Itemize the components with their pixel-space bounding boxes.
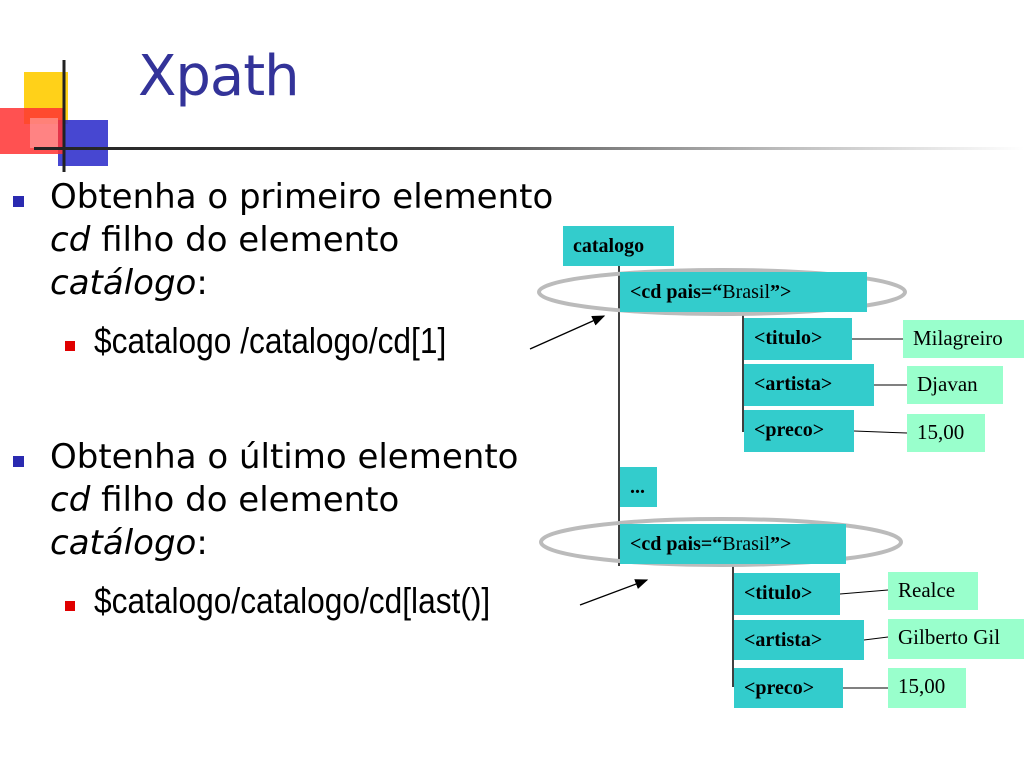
node-cd-1: <cd pais=“Brasil”> <box>620 272 867 312</box>
node-ellipsis: ... <box>620 467 657 507</box>
bullet-2: Obtenha o último elemento cd filho do el… <box>50 436 518 565</box>
bullet-1-line3: catálogo: <box>50 262 553 305</box>
bullet-2-line2-text: filho do elemento <box>90 480 400 520</box>
sub-bullet-marker-1 <box>65 341 75 351</box>
bullet-1-colon: : <box>196 263 208 303</box>
value-cd1-artista: Djavan <box>907 366 1003 404</box>
bullet-2-line2: cd filho do elemento <box>50 479 518 522</box>
node-cd2-artista: <artista> <box>734 620 864 660</box>
bullet-2-colon: : <box>196 523 208 563</box>
cd-2-attr: Brasil <box>722 533 771 555</box>
bullet-1-line1: Obtenha o primeiro elemento <box>50 177 554 217</box>
cd-1-close: ”> <box>770 281 792 303</box>
cd-2-open: <cd pais=“ <box>630 533 723 555</box>
slide-logo <box>0 60 108 172</box>
bullet-2-line1: Obtenha o último elemento <box>50 437 519 477</box>
value-cd2-titulo: Realce <box>888 572 978 610</box>
node-cd1-titulo: <titulo> <box>744 318 852 360</box>
slide-title: Xpath <box>138 44 300 109</box>
sub-bullet-marker-2 <box>65 601 75 611</box>
node-catalogo: catalogo <box>563 226 674 266</box>
cd-1-attr: Brasil <box>722 281 771 303</box>
bullet-1-line2: cd filho do elemento <box>50 219 553 262</box>
value-cd1-preco: 15,00 <box>907 414 985 452</box>
bullet-marker-2 <box>13 456 24 467</box>
title-divider <box>34 147 1024 150</box>
value-cd1-titulo: Milagreiro <box>903 320 1024 358</box>
bullet-1-italic-cd: cd <box>50 220 91 260</box>
sub-bullet-1: $catalogo /catalogo/cd[1] <box>94 320 447 361</box>
value-cd2-artista: Gilberto Gil <box>888 619 1024 659</box>
bullet-1-line2-text: filho do elemento <box>90 220 400 260</box>
value-cd2-preco: 15,00 <box>888 668 966 708</box>
bullet-1-italic-catalogo: catálogo <box>50 263 197 303</box>
node-cd2-preco: <preco> <box>734 668 843 708</box>
bullet-2-italic-cd: cd <box>50 480 91 520</box>
sub-bullet-2: $catalogo/catalogo/cd[last()] <box>94 580 491 621</box>
bullet-1: Obtenha o primeiro elemento cd filho do … <box>50 176 553 305</box>
node-cd2-titulo: <titulo> <box>734 573 840 615</box>
node-cd-2: <cd pais=“Brasil”> <box>620 524 846 564</box>
bullet-2-line3: catálogo: <box>50 522 518 565</box>
cd-2-close: ”> <box>770 533 792 555</box>
bullet-2-italic-catalogo: catálogo <box>50 523 197 563</box>
bullet-marker-1 <box>13 196 24 207</box>
node-cd1-artista: <artista> <box>744 364 874 406</box>
cd-1-open: <cd pais=“ <box>630 281 723 303</box>
node-cd1-preco: <preco> <box>744 410 854 452</box>
